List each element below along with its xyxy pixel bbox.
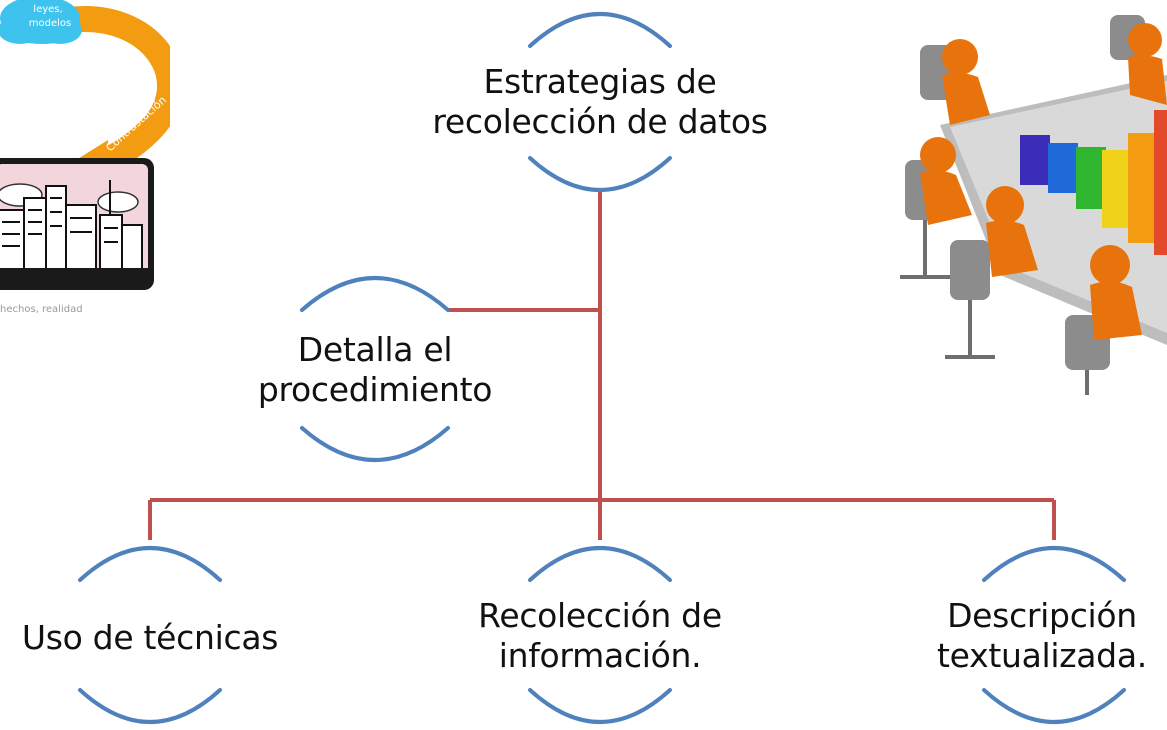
child-node-1: Uso de técnicas [0,618,300,658]
root-node-line-2: recolección de datos [432,102,768,141]
city-caption: hechos, realidad [0,304,83,315]
root-bottom-arc [528,156,672,192]
child-node-3-line-1: Descripción [947,596,1137,635]
side-node-line-1: Detalla el [297,330,453,369]
child-node-2-line-1: Recolección de [478,596,722,635]
city-frame [0,158,154,290]
side-node-line-2: procedimiento [257,370,493,409]
node-arcs [78,12,1126,724]
child-node-2: Recolección de información. [450,596,750,676]
side-top-arc [300,276,450,312]
child-1-top-arc [78,546,222,582]
city-cycle-icon: Contrastación leyes, modelos hechos, rea… [0,0,170,315]
table-bar-chart [1020,110,1167,255]
child-2-top-arc [528,546,672,582]
root-node: Estrategias de recolección de datos [420,62,780,142]
child-node-3: Descripción textualizada. [917,596,1167,676]
meeting-table-chart-icon [900,15,1167,395]
cloud-text-line-1: leyes, [33,4,62,15]
child-2-bottom-arc [528,688,672,724]
root-top-arc [528,12,672,48]
connector-lines [148,192,1056,540]
side-bottom-arc [300,426,450,462]
root-node-line-1: Estrategias de [483,62,717,101]
side-node: Detalla el procedimiento [235,330,515,410]
child-node-1-line-1: Uso de técnicas [21,618,279,657]
child-3-bottom-arc [982,688,1126,724]
child-node-2-line-2: información. [498,636,702,675]
child-1-bottom-arc [78,688,222,724]
cloud-shape [0,0,82,44]
child-node-3-line-2: textualizada. [937,636,1147,675]
cloud-text-line-2: modelos [29,18,71,29]
child-3-top-arc [982,546,1126,582]
